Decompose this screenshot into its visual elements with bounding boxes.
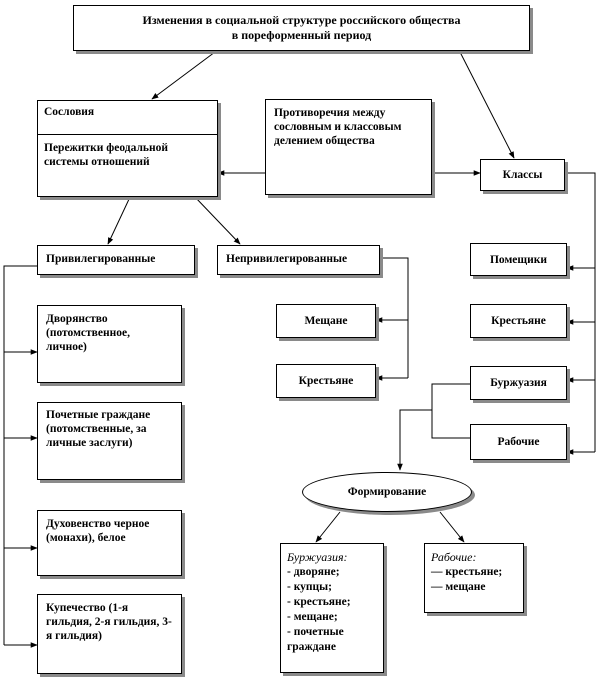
- unprivileged-box: Непривилегированные: [217, 245, 380, 275]
- classes-bracket: [565, 172, 596, 452]
- arrow-title-to-estates: [151, 51, 216, 100]
- arrow-estates-to-unpriv: [194, 196, 241, 245]
- landowners-box: Помещики: [470, 243, 567, 276]
- honorary-citizens-box: Почетные граждане (потомственные, за лич…: [37, 402, 182, 480]
- bourgeoisie-sources-title: Буржуазия:: [287, 550, 348, 564]
- title-line-1: Изменения в социальной структуре российс…: [142, 13, 461, 27]
- nobility-box: Дворянство (потомственное, личное): [37, 305, 182, 383]
- bourgeoisie-source-item: - крестьяне;: [287, 596, 351, 608]
- unprivileged-label: Непривилегированные: [226, 253, 348, 265]
- bourgeoisie-source-item: - дворяне;: [287, 566, 340, 578]
- arrow-formation-to-bourg: [315, 511, 341, 543]
- arrow-title-to-classes: [459, 51, 515, 159]
- bourgeoisie-sources-box: Буржуазия: - дворяне; - купцы; - крестья…: [280, 543, 384, 673]
- merchants-box: Купечество (1-я гильдия, 2-я гильдия, 3-…: [37, 594, 182, 674]
- workers-sources-title: Рабочие:: [431, 550, 477, 564]
- clergy-text: Духовенство черное (монахи), белое: [46, 518, 150, 544]
- bourgeoisie-box: Буржуазия: [470, 366, 567, 400]
- peasants-estate-box: Крестьяне: [276, 364, 376, 398]
- privileged-label: Привилегированные: [46, 253, 156, 265]
- classes-label: Классы: [502, 169, 543, 181]
- title-line-2: в пореформенный период: [231, 28, 372, 42]
- bourgeoisie-source-item: - почетные граждане: [287, 626, 344, 653]
- title-box: Изменения в социальной структуре российс…: [73, 5, 530, 51]
- peasants-estate-label: Крестьяне: [298, 375, 354, 387]
- honorary-citizens-text: Почетные граждане (потомственные, за лич…: [46, 409, 151, 449]
- formation-label: Формирование: [347, 486, 427, 498]
- burghers-box: Мещане: [276, 304, 376, 338]
- formation-ellipse: Формирование: [302, 472, 472, 512]
- contradictions-text: Противоречия между сословным и классовым…: [274, 107, 402, 147]
- formation-bracket: [431, 383, 470, 439]
- workers-source-item: — мещане: [431, 581, 486, 593]
- workers-source-item: — крестьяне;: [431, 566, 503, 578]
- arrow-to-formation: [397, 409, 432, 471]
- workers-sources-box: Рабочие: — крестьяне; — мещане: [424, 543, 524, 613]
- privileged-box: Привилегированные: [37, 245, 195, 275]
- classes-box: Классы: [480, 159, 565, 191]
- workers-box: Рабочие: [470, 424, 567, 460]
- estates-box: Сословия Пережитки феодальной системы от…: [37, 100, 218, 197]
- peasants-class-box: Крестьяне: [470, 304, 567, 338]
- bourgeoisie-source-item: - купцы;: [287, 581, 332, 593]
- bourgeoisie-source-item: - мещане;: [287, 611, 338, 623]
- estates-body: Пережитки феодальной системы отношений: [44, 142, 168, 168]
- clergy-box: Духовенство черное (монахи), белое: [37, 510, 182, 576]
- nobility-text: Дворянство (потомственное, личное): [46, 313, 130, 353]
- estates-header: Сословия: [38, 101, 217, 135]
- merchants-text: Купечество (1-я гильдия, 2-я гильдия, 3-…: [46, 602, 172, 642]
- workers-label: Рабочие: [497, 436, 540, 448]
- burghers-label: Мещане: [304, 315, 348, 327]
- arrow-estates-to-priv: [107, 196, 131, 245]
- arrow-formation-to-workers: [439, 511, 465, 543]
- landowners-label: Помещики: [489, 253, 547, 266]
- unpriv-bracket: [380, 257, 409, 378]
- contradictions-box: Противоречия между сословным и классовым…: [265, 99, 432, 195]
- bourgeoisie-label: Буржуазия: [490, 377, 547, 389]
- priv-bracket: [3, 265, 37, 645]
- peasants-class-label: Крестьяне: [491, 315, 546, 327]
